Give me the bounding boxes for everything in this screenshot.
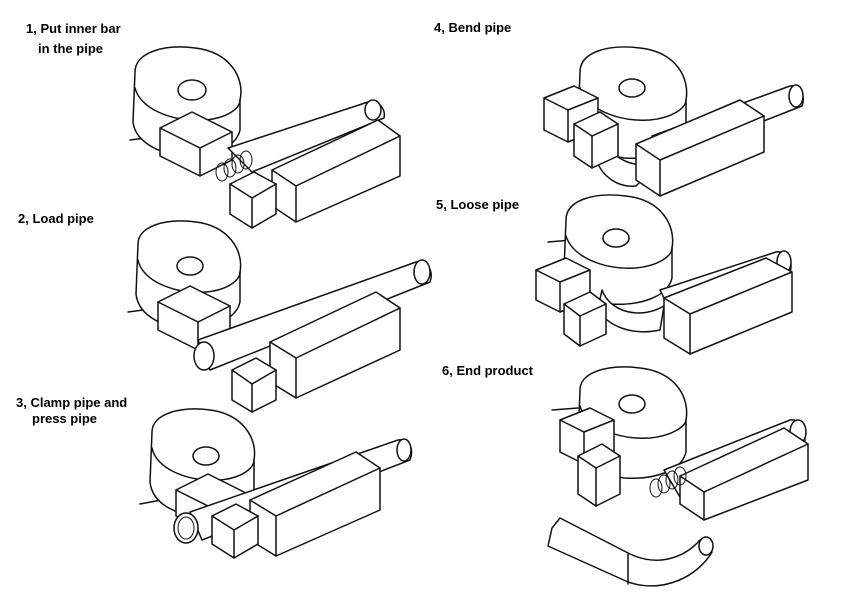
step-3-illustration: [140, 409, 412, 558]
step-5-illustration: [536, 195, 792, 354]
step-1-illustration: [130, 47, 400, 228]
step-2-illustration: [128, 221, 431, 412]
step-6-illustration: [548, 367, 808, 586]
step-4-illustration: [544, 47, 803, 196]
